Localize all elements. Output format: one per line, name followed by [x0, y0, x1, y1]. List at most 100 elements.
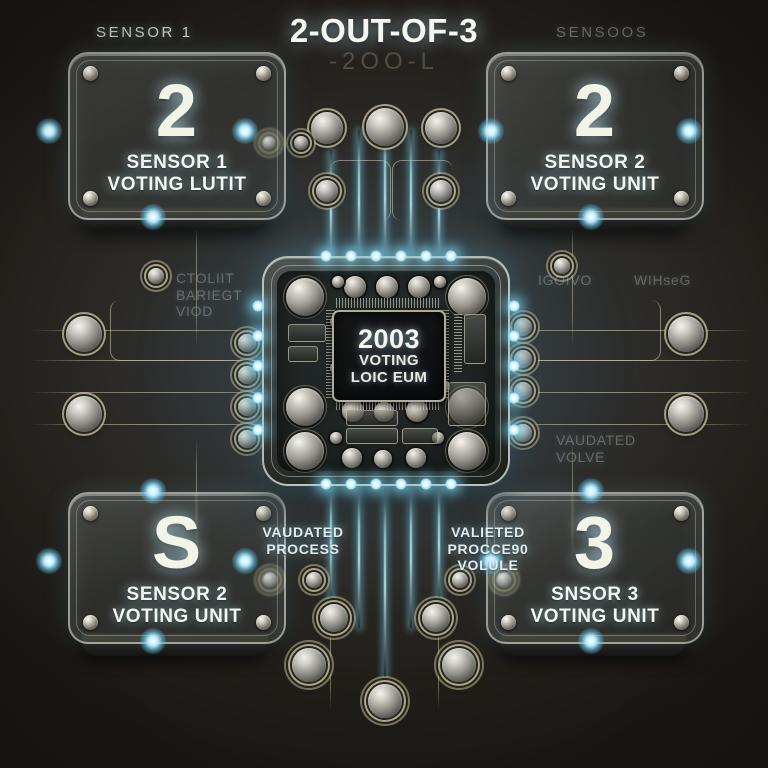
module-pin [508, 360, 520, 372]
panel-label-line2: VOTING UNIT [530, 174, 660, 196]
circuit-node [292, 648, 326, 682]
screw-icon [674, 191, 689, 206]
module-component [464, 314, 486, 364]
pcb-trace-corner [330, 160, 391, 221]
screw-icon [674, 506, 689, 521]
panel-value-1: 2 [573, 69, 617, 153]
module-pin [445, 478, 457, 490]
module-pin [345, 478, 357, 490]
module-pin [252, 360, 264, 372]
module-contact [406, 448, 426, 468]
module-pin [345, 250, 357, 262]
module-contact [434, 276, 446, 288]
screw-icon [256, 615, 271, 630]
signal-beam [384, 478, 386, 678]
circuit-node [306, 572, 322, 588]
module-pin [370, 250, 382, 262]
panel-label-line1: SENSOR 1 [126, 152, 228, 174]
screw-icon [256, 191, 271, 206]
panel-value-2: S [151, 501, 203, 585]
circuit-node [452, 572, 468, 588]
central-voting-module[interactable]: 2003 VOTING LOIC EUM [262, 256, 510, 486]
pcb-trace-horizontal [450, 330, 750, 331]
panel-glow [578, 478, 604, 504]
module-component [346, 410, 398, 426]
annotation-ghost-right-lower: VAUDATED VOLVE [556, 432, 636, 465]
sensor-panel-top-right[interactable]: 2 SENSOR 2 VOTING UNIT [486, 52, 704, 220]
module-component [448, 382, 486, 426]
module-pin [252, 300, 264, 312]
panel-glow [232, 548, 258, 574]
module-contact [342, 448, 362, 468]
module-contact [332, 276, 344, 288]
circuit-node [66, 396, 102, 432]
panel-label-3: SNSOR 3 VOTING UNIT [530, 584, 659, 627]
circuit-node [238, 366, 256, 384]
panel-glow [676, 118, 702, 144]
circuit-node [425, 112, 457, 144]
pcb-trace-vertical [572, 215, 573, 345]
module-knob [286, 278, 324, 316]
annotation-validated-process-right: VALIETED PROCCE90 VOLULE [447, 524, 529, 574]
annotation-ghost-mid-left: CTOLIIT BARIEGT VIOD [176, 270, 243, 320]
module-component [288, 346, 318, 362]
panel-value-0: 2 [155, 69, 199, 153]
circuit-node [320, 604, 348, 632]
module-pin [320, 478, 332, 490]
module-pin [508, 392, 520, 404]
diagram-title: 2-OUT-OF-3 [289, 12, 479, 49]
annotation-ghost-mid-right-2: WIHseG [634, 272, 692, 288]
module-contact [376, 276, 398, 298]
chip-line2: LOIC EUM [350, 368, 428, 386]
signal-beam [358, 478, 360, 628]
panel-label-line2: VOTING LUTIT [107, 174, 247, 196]
screw-icon [501, 506, 516, 521]
screw-icon [501, 615, 516, 630]
module-pin [252, 392, 264, 404]
module-pin-bars [326, 310, 335, 398]
module-pin [445, 250, 457, 262]
module-knob [286, 432, 324, 470]
annotation-ghost-mid-right: IGOIVO [538, 272, 592, 288]
panel-label-line2: VOTING UNIT [530, 606, 660, 628]
signal-beam [358, 130, 360, 265]
circuit-node [430, 180, 452, 202]
module-pin [252, 330, 264, 342]
module-pin [508, 330, 520, 342]
panel-label-line1: SNSOR 3 [551, 584, 639, 606]
panel-label-line2: VOTING UNIT [112, 606, 242, 628]
module-component [288, 324, 326, 342]
module-pin-bars [336, 298, 440, 308]
panel-glow [478, 118, 504, 144]
module-pin [320, 250, 332, 262]
circuit-node [422, 604, 450, 632]
module-component [346, 428, 398, 444]
circuit-node [311, 112, 343, 144]
module-pin [508, 424, 520, 436]
pcb-trace-vertical [330, 600, 331, 710]
module-pin [395, 250, 407, 262]
panel-glow [140, 204, 166, 230]
panel-label-2: SENSOR 2 VOTING UNIT [112, 584, 241, 627]
pcb-trace-corner [480, 300, 661, 361]
circuit-node [668, 396, 704, 432]
signal-beam [438, 478, 440, 603]
panel-glow [578, 628, 604, 654]
panel-top-label-0: SENSOR 1 [96, 24, 193, 41]
signal-beam [330, 478, 332, 603]
screw-icon [83, 506, 98, 521]
sensor-panel-bottom-right[interactable]: 3 SNSOR 3 VOTING UNIT [486, 492, 704, 644]
module-contact [344, 276, 366, 298]
sensor-panel-bottom-left[interactable]: S SENSOR 2 VOTING UNIT [68, 492, 286, 644]
voting-logic-chip: 2003 VOTING LOIC EUM [332, 310, 446, 402]
module-knob [286, 388, 324, 426]
panel-label-0: SENSOR 1 VOTING LUTIT [107, 152, 246, 195]
circuit-node [238, 334, 256, 352]
pcb-trace-horizontal [30, 330, 320, 331]
chip-line1: VOTING [359, 352, 419, 369]
module-component [402, 428, 438, 444]
screw-icon [83, 615, 98, 630]
module-pin [508, 300, 520, 312]
panel-label-1: SENSOR 2 VOTING UNIT [530, 152, 659, 195]
